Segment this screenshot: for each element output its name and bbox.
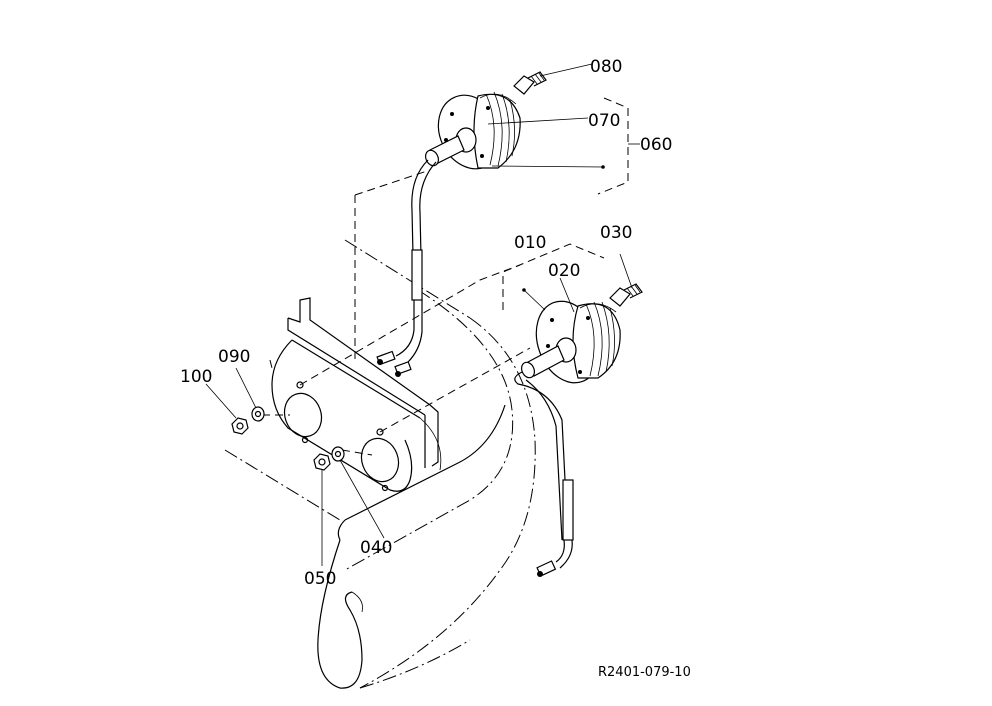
label-100: 100 xyxy=(180,367,212,387)
lower-lamp-assembly xyxy=(502,243,643,577)
fender-bracket xyxy=(224,169,536,689)
label-010: 010 xyxy=(514,233,546,253)
washer-090 xyxy=(251,406,265,422)
label-070: 070 xyxy=(588,111,620,131)
washer-040 xyxy=(331,446,345,462)
label-090: 090 xyxy=(218,347,250,367)
leader-lines xyxy=(205,63,640,566)
label-040: 040 xyxy=(360,538,392,558)
screw-030 xyxy=(609,283,643,307)
upper-lamp-assembly xyxy=(376,71,629,377)
drawing-number: R2401-079-10 xyxy=(598,665,691,680)
nut-050 xyxy=(313,453,331,471)
label-060: 060 xyxy=(640,135,672,155)
label-080: 080 xyxy=(590,57,622,77)
nut-100 xyxy=(231,417,249,435)
screw-080 xyxy=(513,71,547,95)
label-020: 020 xyxy=(548,261,580,281)
label-030: 030 xyxy=(600,223,632,243)
label-050: 050 xyxy=(304,569,336,589)
